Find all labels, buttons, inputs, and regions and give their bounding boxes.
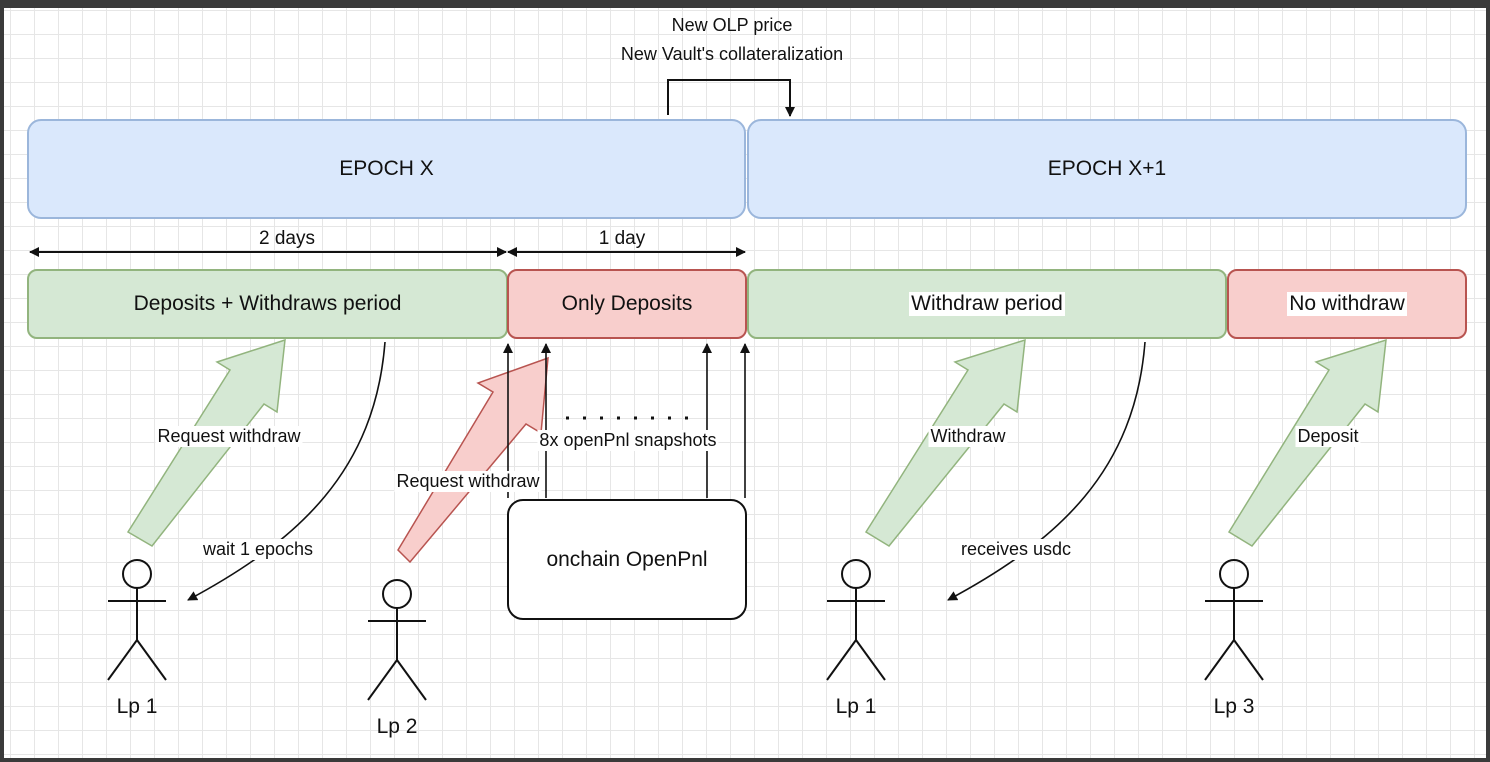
top-note-line2: New Vault's collateralization <box>620 44 844 64</box>
only-deposits-label: Only Deposits <box>561 292 693 315</box>
only-deposits-box: Only Deposits <box>507 269 747 339</box>
wait-epochs-curve <box>187 341 386 601</box>
actor-lp1-a-label: Lp 1 <box>116 695 158 718</box>
epoch-x1-label: EPOCH X+1 <box>1047 157 1167 180</box>
onchain-openpnl-box: onchain OpenPnl <box>507 499 747 620</box>
top-note-line1: New OLP price <box>671 15 793 35</box>
actor-lp3-icon <box>1204 559 1264 681</box>
wait-epochs-label: wait 1 epochs <box>200 539 316 560</box>
snapshots-label: 8x openPnl snapshots <box>537 430 719 451</box>
actor-lp2-label: Lp 2 <box>376 715 418 738</box>
request-withdraw-label-2: Request withdraw <box>394 471 542 492</box>
top-connector <box>667 79 795 117</box>
onchain-openpnl-label: onchain OpenPnl <box>546 547 708 571</box>
two-days-label: 2 days <box>259 228 315 249</box>
request-withdraw-label-1: Request withdraw <box>155 426 303 447</box>
deposits-withdraws-period-box: Deposits + Withdraws period <box>27 269 508 339</box>
epoch-x1-box: EPOCH X+1 <box>747 119 1467 219</box>
no-withdraw-label: No withdraw <box>1287 292 1407 316</box>
request-withdraw-arrow-lp2 <box>397 356 549 564</box>
actor-lp1-b-label: Lp 1 <box>835 695 877 718</box>
epoch-x-label: EPOCH X <box>339 157 434 180</box>
epoch-x-box: EPOCH X <box>27 119 746 219</box>
actor-lp2-icon <box>367 579 427 701</box>
receives-usdc-curve <box>947 341 1146 601</box>
actor-lp1-b-icon <box>826 559 886 681</box>
actor-lp1-a-icon <box>107 559 167 681</box>
withdraw-label: Withdraw <box>928 426 1008 447</box>
actor-lp3-label: Lp 3 <box>1213 695 1255 718</box>
no-withdraw-box: No withdraw <box>1227 269 1467 339</box>
withdraw-period-box: Withdraw period <box>747 269 1227 339</box>
withdraw-period-label: Withdraw period <box>909 292 1065 316</box>
receives-usdc-label: receives usdc <box>958 539 1074 560</box>
deposits-withdraws-period-label: Deposits + Withdraws period <box>133 292 402 315</box>
deposit-label: Deposit <box>1295 426 1361 447</box>
one-day-label: 1 day <box>598 228 646 249</box>
